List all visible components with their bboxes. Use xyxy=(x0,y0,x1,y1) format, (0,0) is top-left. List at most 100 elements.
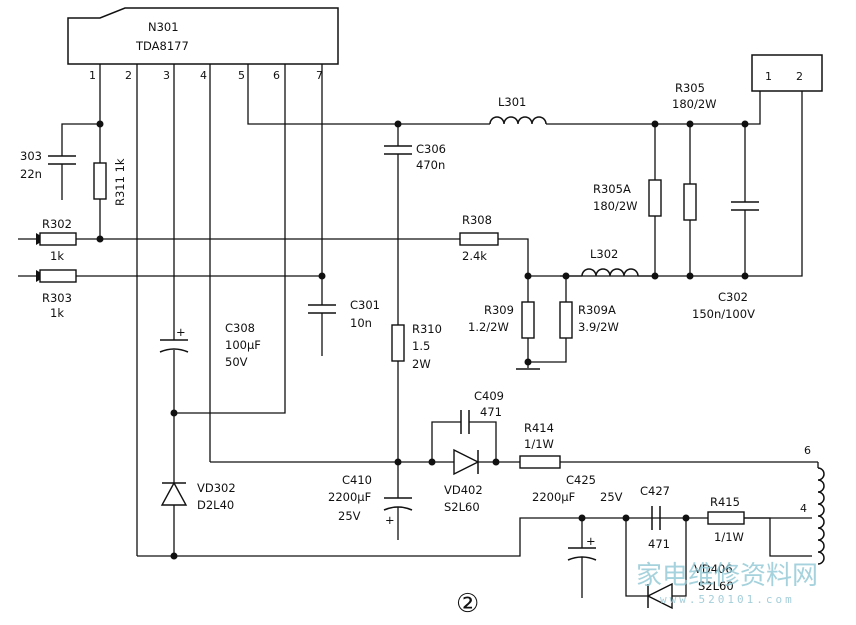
ic-pin-2: 2 xyxy=(125,69,132,82)
c409-value: 471 xyxy=(480,405,502,419)
vd302-ref: VD302 xyxy=(197,481,236,495)
c306-value: 470n xyxy=(416,158,445,172)
ic-ref: N301 xyxy=(148,20,179,34)
c409-ref: C409 xyxy=(474,389,504,403)
ic-pin-1: 1 xyxy=(89,69,96,82)
transformer-pin-4: 4 xyxy=(800,502,807,515)
c302-ref: C302 xyxy=(718,290,748,304)
cap-c409: C409 471 xyxy=(431,389,504,462)
vd406-ref: VD406 xyxy=(694,562,733,576)
ground-rail xyxy=(137,517,800,557)
ic-pin-5: 5 xyxy=(238,69,245,82)
r303-value: 1k xyxy=(50,306,64,320)
r302-value: 1k xyxy=(50,249,64,263)
r310-rating: 2W xyxy=(412,357,431,371)
vd402-ref: VD402 xyxy=(444,483,483,497)
r415-value: 1/1W xyxy=(714,530,744,544)
ic-pin-4: 4 xyxy=(200,69,207,82)
c410-ref: C410 xyxy=(342,473,372,487)
resistor-r311: R311 1k xyxy=(93,158,127,206)
watermark-url: www.520101.com xyxy=(660,593,795,606)
r309-value: 1.2/2W xyxy=(468,320,509,334)
c425-value: 2200μF xyxy=(532,490,575,504)
r415-ref: R415 xyxy=(710,495,740,509)
watermark-site: 家电维修资料网 xyxy=(636,561,818,591)
connector-pin-2: 2 xyxy=(796,70,803,83)
r308-ref: R308 xyxy=(462,213,492,227)
watermark: 家电维修资料网 www.520101.com xyxy=(636,561,818,606)
r309a-ref: R309A xyxy=(578,303,616,317)
ic-pin-leads xyxy=(99,64,490,556)
figure-number: ② xyxy=(456,589,479,619)
junction xyxy=(318,272,326,280)
resistor-r305a: R305A 180/2W xyxy=(593,124,662,276)
c306-ref: C306 xyxy=(416,142,446,156)
c425-voltage: 25V xyxy=(600,490,623,504)
cap-c410: + C410 2200μF 25V xyxy=(328,462,413,540)
vd302-part: D2L40 xyxy=(197,498,234,512)
l301-ref: L301 xyxy=(498,95,526,109)
inductor-l302: L302 xyxy=(581,247,655,277)
r303-ref: R303 xyxy=(42,291,72,305)
cap-303-ref: 303 xyxy=(20,149,42,163)
c302-value: 150n/100V xyxy=(692,307,755,321)
vd406-part: S2L60 xyxy=(698,579,734,593)
r305a-value: 180/2W xyxy=(593,199,638,213)
resistor-r415: R415 1/1W xyxy=(707,495,790,544)
c427-value: 471 xyxy=(648,537,670,551)
c308-ref: C308 xyxy=(225,321,255,335)
c301-value: 10n xyxy=(350,316,372,330)
junction xyxy=(524,358,532,366)
ic-part: TDA8177 xyxy=(135,39,189,53)
resistor-r308: R308 2.4k xyxy=(459,213,529,276)
l302-ref: L302 xyxy=(590,247,618,261)
resistor-r310: R310 1.5 2W xyxy=(391,322,442,462)
input-r302: R302 1k xyxy=(18,217,100,263)
ic-n301: N301 TDA8177 1 2 3 4 5 6 7 xyxy=(67,7,339,82)
r414-ref: R414 xyxy=(524,421,554,435)
transformer-winding: 6 4 xyxy=(790,444,825,565)
connector-pin-1: 1 xyxy=(765,70,772,83)
r305-value: 180/2W xyxy=(672,97,717,111)
resistor-r309a: R309A 3.9/2W xyxy=(528,276,619,363)
diode-vd302: VD302 D2L40 xyxy=(160,481,236,512)
c308-value: 100μF xyxy=(225,338,261,352)
c301-ref: C301 xyxy=(350,298,380,312)
ic-body xyxy=(67,7,339,65)
cap-c302: C302 150n/100V xyxy=(692,124,759,321)
r305a-ref: R305A xyxy=(593,182,631,196)
cap-303: 303 22n xyxy=(20,123,100,200)
c427-ref: C427 xyxy=(640,484,670,498)
ic-pin-6: 6 xyxy=(273,69,280,82)
vd402-part: S2L60 xyxy=(444,500,480,514)
r310-ref: R310 xyxy=(412,322,442,336)
cap-303-value: 22n xyxy=(20,167,42,181)
resistor-r414: R414 1/1W xyxy=(519,421,818,469)
r414-value: 1/1W xyxy=(524,437,554,451)
svg-text:+: + xyxy=(385,513,395,527)
resistor-r309: R309 1.2/2W xyxy=(468,276,535,368)
cap-c306: C306 470n xyxy=(384,124,446,325)
junction xyxy=(170,409,178,417)
diode-vd406: VD406 S2L60 xyxy=(625,518,734,610)
ic-pin-3: 3 xyxy=(163,69,170,82)
c410-value: 2200μF xyxy=(328,490,371,504)
transformer-pin-6: 6 xyxy=(804,444,811,457)
r309-ref: R309 xyxy=(484,303,514,317)
ic-pin-7: 7 xyxy=(316,69,323,82)
cap-c425: + C425 2200μF 25V xyxy=(532,473,623,598)
r311-label: R311 1k xyxy=(113,158,127,206)
resistor-r305: R305 180/2W xyxy=(672,81,717,276)
r302-ref: R302 xyxy=(42,217,72,231)
r305-ref: R305 xyxy=(675,81,705,95)
r310-value: 1.5 xyxy=(412,339,430,353)
diode-vd402: VD402 S2L60 xyxy=(432,448,520,514)
cap-c301: C301 10n xyxy=(308,295,380,356)
c410-voltage: 25V xyxy=(338,509,361,523)
inductor-l301: L301 xyxy=(489,95,752,125)
c425-ref: C425 xyxy=(566,473,596,487)
cap-c427: C427 471 xyxy=(640,484,670,551)
svg-text:+: + xyxy=(176,325,186,339)
r308-value: 2.4k xyxy=(462,249,487,263)
